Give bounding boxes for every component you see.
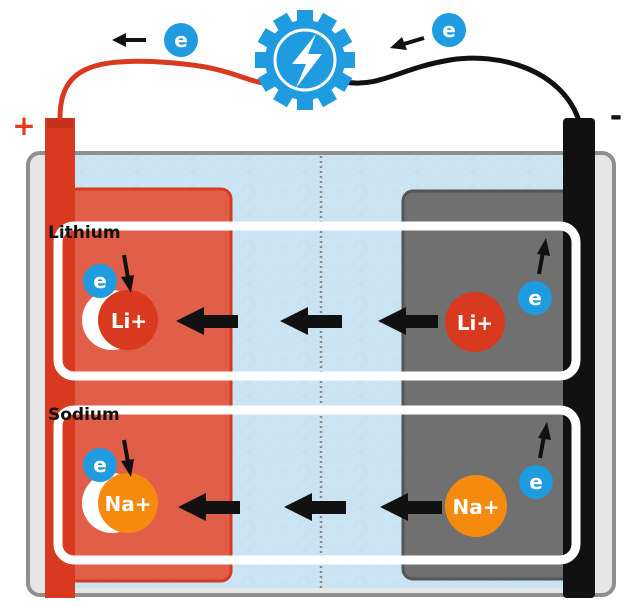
ion-flow-arrow: [378, 307, 438, 335]
electron-down-arrow: [121, 254, 134, 293]
ion-flow-arrow: [280, 307, 342, 335]
row-label-lithium: Lithium: [48, 223, 121, 243]
positive-wire: [57, 58, 271, 121]
electron-up-arrow: [537, 238, 550, 275]
lithium-ion: Li+: [445, 292, 505, 352]
electron-down-arrow: [121, 439, 134, 477]
svg-text:e: e: [529, 470, 543, 494]
electron: e: [432, 13, 466, 47]
negative-terminal-sign: -: [610, 99, 622, 134]
svg-text:e: e: [528, 286, 542, 310]
electron-up-arrow: [538, 422, 551, 459]
lightning-gear-icon: [255, 10, 355, 110]
svg-text:e: e: [174, 28, 188, 52]
ion-flow-arrow: [178, 493, 240, 521]
electron: e: [83, 448, 117, 482]
ion-flow-arrow: [284, 493, 346, 521]
row-label-sodium: Sodium: [48, 405, 120, 425]
electron: e: [519, 465, 553, 499]
svg-text:Li+: Li+: [457, 311, 493, 335]
sodium-row-frame: [53, 405, 581, 565]
negative-wire: [342, 55, 581, 121]
cathode-terminal-top: [47, 118, 73, 128]
electron: e: [164, 23, 198, 57]
electron: e: [83, 264, 117, 298]
electron-flow-arrow-left: [112, 33, 146, 47]
cathode-lithium: Li+: [82, 290, 158, 350]
svg-text:e: e: [442, 18, 456, 42]
ion-flow-arrow: [176, 307, 238, 335]
svg-text:Na+: Na+: [453, 495, 500, 519]
cathode-sodium: Na+: [82, 473, 158, 533]
ion-flow-arrow: [380, 493, 442, 521]
svg-text:e: e: [93, 269, 107, 293]
electron: e: [518, 281, 552, 315]
svg-text:Na+: Na+: [105, 492, 152, 516]
electron-flow-arrow-right: [390, 36, 425, 50]
positive-terminal-sign: +: [12, 109, 35, 142]
sodium-ion: Na+: [445, 475, 507, 537]
lithium-row-frame: [53, 221, 581, 381]
svg-text:Li+: Li+: [111, 309, 147, 333]
svg-text:e: e: [93, 453, 107, 477]
